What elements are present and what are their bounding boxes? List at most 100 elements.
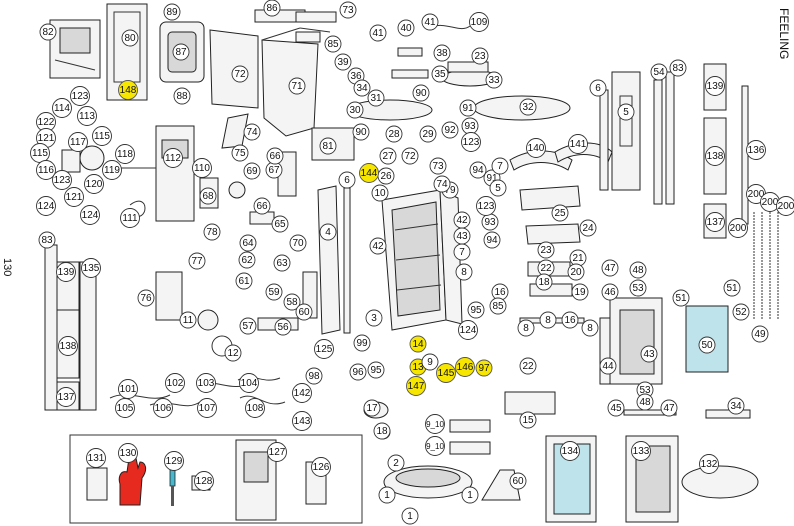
side-panel-4 (317, 185, 341, 335)
callout-label: 132 (701, 459, 718, 470)
callout-label: 145 (438, 368, 455, 379)
brush-129 (169, 469, 176, 487)
callout-label: 62 (241, 255, 253, 266)
callout-21: 21 (569, 249, 587, 267)
callout-12: 12 (224, 344, 242, 362)
callout-label: 32 (522, 102, 534, 113)
callout-label: 44 (602, 361, 614, 372)
control-panel-112 (120, 125, 195, 222)
callout-106: 106 (153, 398, 173, 418)
callout-80: 80 (121, 29, 139, 47)
callout-146: 146 (455, 357, 475, 377)
callout-123: 123 (461, 132, 481, 152)
callout-label: 138 (707, 151, 724, 162)
board-76 (155, 271, 183, 321)
callout-95: 95 (467, 301, 485, 319)
callout-112: 112 (163, 148, 183, 168)
callout-120: 120 (84, 174, 104, 194)
callout-40: 40 (397, 19, 415, 37)
callout-label: 120 (86, 179, 103, 190)
base-plate-2 (383, 465, 473, 499)
callout-145: 145 (436, 363, 456, 383)
callout-137: 137 (56, 387, 76, 407)
callout-110: 110 (192, 158, 212, 178)
callout-5: 5 (617, 103, 635, 121)
callout-label: 51 (675, 293, 687, 304)
callout-label: 54 (653, 67, 665, 78)
rod-6 (343, 187, 351, 334)
callout-5: 5 (489, 179, 507, 197)
callout-115: 115 (92, 126, 112, 146)
callout-130: 130 (118, 443, 138, 463)
callout-label: 79 (444, 185, 456, 196)
callout-label: 88 (176, 91, 188, 102)
callout-label: 1 (407, 511, 413, 522)
callout-115: 115 (30, 143, 50, 163)
callout-label: 112 (165, 153, 181, 164)
callout-9_10: 9_10 (425, 436, 445, 456)
callout-label: 66 (269, 151, 281, 162)
callout-133: 133 (631, 441, 651, 461)
callout-label: 134 (562, 446, 579, 457)
callout-73: 73 (429, 157, 447, 175)
callout-label: 17 (366, 403, 378, 414)
callout-label: 66 (256, 201, 268, 212)
callout-label: 90 (415, 88, 427, 99)
callout-25: 25 (551, 204, 569, 222)
callout-label: 105 (117, 403, 134, 414)
callout-140: 140 (526, 138, 546, 158)
callout-66: 66 (266, 147, 284, 165)
callout-123: 123 (52, 170, 72, 190)
callout-77: 77 (188, 252, 206, 270)
callout-label: 6 (595, 83, 601, 94)
callout-label: 128 (196, 476, 213, 487)
callout-label: 43 (643, 349, 655, 360)
callout-label: 142 (294, 388, 311, 399)
callout-label: 129 (166, 456, 183, 467)
callout-label: 52 (735, 307, 747, 318)
callout-11: 11 (179, 311, 197, 329)
callout-label: 73 (432, 161, 444, 172)
callout-29: 29 (419, 125, 437, 143)
callout-128: 128 (194, 471, 214, 491)
callout-label: 11 (183, 315, 194, 326)
callout-label: 121 (38, 133, 55, 144)
callout-24: 24 (579, 219, 597, 237)
callout-26: 26 (377, 167, 395, 185)
callout-43: 43 (640, 345, 658, 363)
rail-35 (391, 69, 429, 79)
callout-126: 126 (311, 457, 331, 477)
callout-86: 86 (263, 0, 281, 17)
callout-72: 72 (401, 147, 419, 165)
callout-41: 41 (369, 24, 387, 42)
callout-label: 97 (478, 363, 490, 374)
callout-96: 96 (349, 363, 367, 381)
profile-6-right (599, 89, 609, 191)
callout-87: 87 (172, 43, 190, 61)
callout-label: 95 (370, 365, 382, 376)
callout-label: 14 (412, 339, 424, 350)
callout-23: 23 (537, 241, 555, 259)
callout-label: 60 (512, 476, 524, 487)
callout-135: 135 (81, 258, 101, 278)
callout-label: 2 (393, 458, 399, 469)
back-panel-82 (49, 19, 101, 79)
callout-117: 117 (68, 132, 88, 152)
callout-label: 138 (60, 341, 77, 352)
callout-label: 80 (124, 33, 136, 44)
callout-57: 57 (239, 317, 257, 335)
callout-125: 125 (314, 339, 334, 359)
callout-label: 8 (461, 267, 467, 278)
callout-72: 72 (231, 65, 249, 83)
callout-94: 94 (483, 231, 501, 249)
callout-label: 123 (463, 137, 480, 148)
callout-61: 61 (235, 272, 253, 290)
callout-108: 108 (245, 398, 265, 418)
callout-label: 140 (528, 143, 545, 154)
callout-23: 23 (471, 47, 489, 65)
callout-label: 82 (42, 27, 54, 38)
callout-label: 23 (540, 245, 552, 256)
callout-109: 109 (469, 12, 489, 32)
callout-62: 62 (238, 251, 256, 269)
callout-label: 73 (342, 5, 354, 16)
